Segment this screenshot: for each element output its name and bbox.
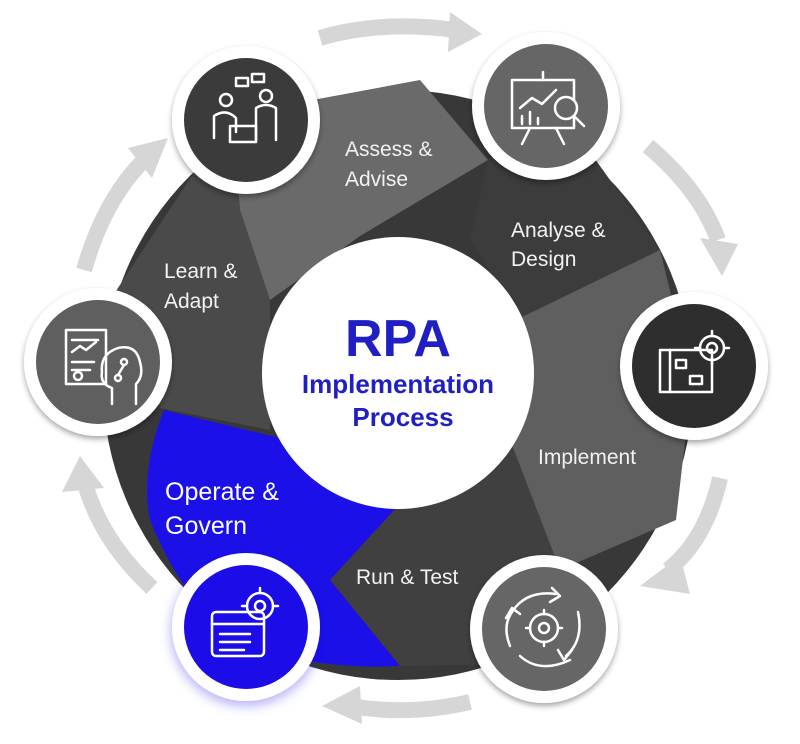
node-implement[interactable] [620,292,768,440]
node-learn-inner [36,300,160,424]
presentation-analysis-icon [510,70,586,146]
node-operate-govern[interactable] [172,553,320,701]
label-assess-1: Assess & [345,138,433,161]
label-operate-2: Govern [165,512,247,540]
arrow-bottom [348,694,472,719]
center-circle [262,237,534,509]
arrow-left-lower-head [62,456,104,492]
arrow-bottom-head [322,686,362,724]
center-line1: Implementation [302,369,494,399]
arrow-top [317,18,457,46]
node-run-test[interactable] [470,555,618,703]
blueprint-gear-icon [658,329,731,394]
cycle-arrows [62,12,738,724]
node-run-inner [482,567,606,691]
stage-labels: Assess & Advise Analyse & Design Impleme… [164,138,636,589]
label-operate-1: Operate & [165,478,279,506]
arrow-right-upper-head [700,238,738,276]
label-assess-2: Advise [345,168,408,191]
node-implement-inner [632,304,756,428]
arrow-top-head [448,12,482,52]
consultation-icon [212,72,278,144]
node-assess-advise[interactable] [172,46,320,194]
label-analyse-1: Analyse & [511,219,606,242]
label-analyse-2: Design [511,248,576,271]
arrow-right-upper [642,139,726,243]
arrow-left-upper-head [128,138,168,178]
center-title: RPA [345,310,451,368]
document-brain-icon [64,328,143,406]
node-operate-inner [184,565,308,689]
label-run-test: Run & Test [356,566,458,589]
label-implement: Implement [538,446,636,469]
center-line2: Process [352,402,453,432]
arrow-left-lower [76,477,158,594]
label-learn-1: Learn & [164,260,238,283]
node-analyse-inner [484,44,608,168]
label-learn-2: Adapt [164,290,219,313]
arrow-left-upper [76,154,150,273]
cycle-gear-icon [504,586,581,668]
node-assess-inner [184,58,308,182]
node-analyse-design[interactable] [472,32,620,180]
node-learn-adapt[interactable] [24,288,172,436]
dashboard-gear-icon [210,586,280,658]
arrow-right-lower-head [640,556,690,594]
